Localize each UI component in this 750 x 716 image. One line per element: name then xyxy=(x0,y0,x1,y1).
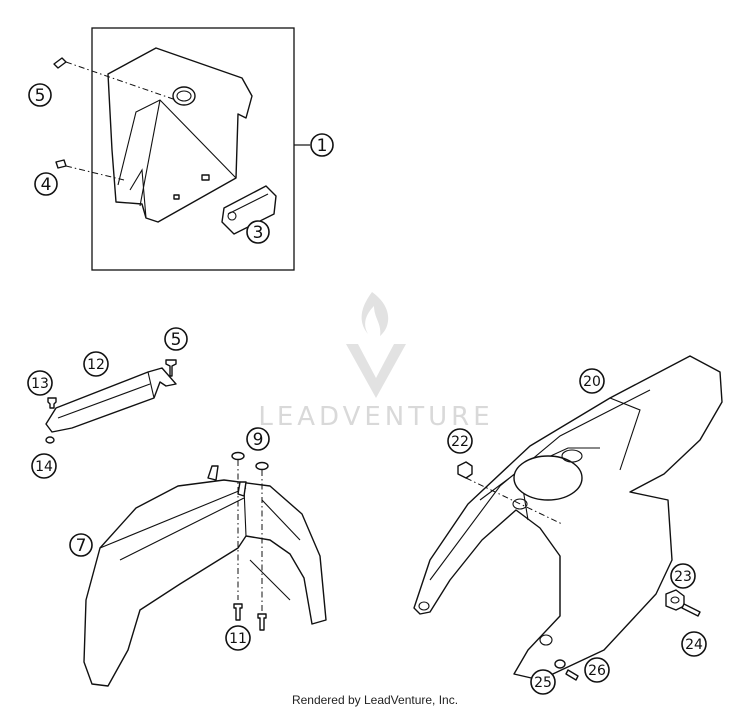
svg-text:5: 5 xyxy=(35,86,46,106)
screw-4 xyxy=(55,159,67,169)
assembly-box xyxy=(91,27,295,271)
callout-4[interactable]: 4 xyxy=(34,172,58,196)
callout-9[interactable]: 9 xyxy=(246,427,270,451)
callout-7[interactable]: 7 xyxy=(69,533,93,557)
screw-24 xyxy=(681,603,701,617)
number-plate-decal xyxy=(221,185,277,235)
svg-text:3: 3 xyxy=(253,223,264,243)
svg-text:13: 13 xyxy=(31,376,49,392)
footer-credit: Rendered by LeadVenture, Inc. xyxy=(291,693,459,707)
callout-25[interactable]: 25 xyxy=(530,669,556,695)
screws-11 xyxy=(233,603,267,631)
svg-text:9: 9 xyxy=(253,430,264,450)
svg-text:12: 12 xyxy=(87,357,105,373)
nut-23 xyxy=(665,589,685,611)
headlight-mask xyxy=(107,47,253,223)
screw-13 xyxy=(47,397,57,409)
callout-14[interactable]: 14 xyxy=(31,453,57,479)
callout-5b[interactable]: 5 xyxy=(164,327,188,351)
svg-text:25: 25 xyxy=(534,675,552,691)
callout-24[interactable]: 24 xyxy=(681,631,707,657)
callout-22[interactable]: 22 xyxy=(447,428,473,454)
callout-3[interactable]: 3 xyxy=(246,220,270,244)
callout-23[interactable]: 23 xyxy=(670,563,696,589)
callout-12[interactable]: 12 xyxy=(83,351,109,377)
svg-text:7: 7 xyxy=(76,536,87,556)
svg-text:20: 20 xyxy=(583,374,601,390)
callout-20[interactable]: 20 xyxy=(579,368,605,394)
svg-text:22: 22 xyxy=(451,434,469,450)
watermark: LEADVENTURE xyxy=(258,292,493,432)
svg-text:24: 24 xyxy=(685,637,703,653)
leader-4 xyxy=(65,165,125,181)
callout-11[interactable]: 11 xyxy=(225,625,251,651)
svg-text:11: 11 xyxy=(229,631,247,647)
front-fender-7 xyxy=(83,465,327,687)
screw-5a xyxy=(53,57,67,69)
svg-text:5: 5 xyxy=(171,330,182,350)
leader-22 xyxy=(465,477,563,525)
svg-text:14: 14 xyxy=(35,459,53,475)
washers-9 xyxy=(231,451,269,471)
svg-text:26: 26 xyxy=(588,663,606,679)
washer-14 xyxy=(45,436,55,444)
leader-5a xyxy=(65,61,177,101)
rear-fender-20 xyxy=(413,355,723,681)
watermark-text: LEADVENTURE xyxy=(258,402,493,432)
watermark-flame-icon xyxy=(361,292,389,336)
screw-5b xyxy=(165,359,177,377)
nut-22 xyxy=(457,461,473,479)
cover-12 xyxy=(45,367,177,433)
screw-26 xyxy=(565,669,579,681)
callout-5a[interactable]: 5 xyxy=(28,83,52,107)
callout-13[interactable]: 13 xyxy=(27,370,53,396)
svg-text:23: 23 xyxy=(674,569,692,585)
watermark-v-icon xyxy=(346,344,406,398)
callout-26[interactable]: 26 xyxy=(584,657,610,683)
washer-25 xyxy=(554,659,566,669)
callout-1[interactable]: 1 xyxy=(310,133,334,157)
svg-text:1: 1 xyxy=(317,136,328,156)
svg-text:4: 4 xyxy=(41,175,52,195)
